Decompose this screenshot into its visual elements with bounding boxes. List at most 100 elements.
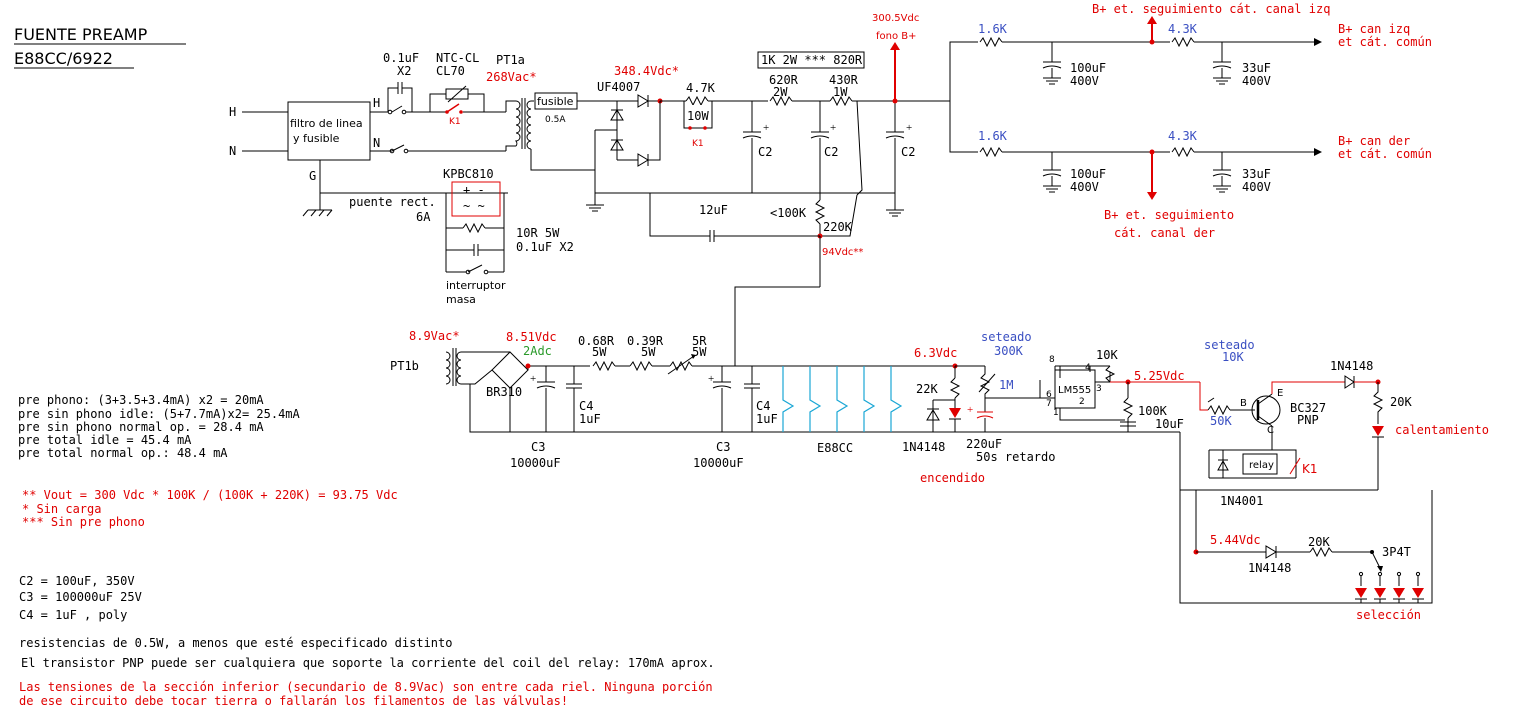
ntc-model: CL70: [436, 64, 465, 78]
ic-label: LM555: [1058, 385, 1091, 396]
bridge-label: KPBC810: [443, 167, 494, 181]
note-l2: pre sin phono idle: (5+7.7mA)x2= 25.4mA: [18, 407, 301, 421]
pt1a-primary: [514, 100, 521, 147]
v544: 5.44Vdc: [1210, 533, 1261, 547]
c4-a: C4: [579, 399, 593, 413]
note-r3: *** Sin pre phono: [22, 515, 145, 529]
heater-adc: 2Adc: [523, 344, 552, 358]
ntc-label: NTC-CL: [436, 51, 479, 65]
line-filter-box: [287, 101, 371, 161]
puente-label: puente rect.: [349, 195, 436, 209]
res-10r-label: 10R 5W: [516, 226, 560, 240]
note-w2: de ese circuito debe tocar tierra o fall…: [19, 694, 568, 708]
pt1b-vac: 8.9Vac*: [409, 329, 460, 343]
v94: 94Vdc**: [822, 247, 863, 258]
calentamiento: calentamiento: [1395, 423, 1489, 437]
d1: 1N4148: [902, 440, 945, 454]
c-b-v: 400V: [1242, 74, 1271, 88]
v-rect: 348.4Vdc*: [614, 64, 679, 78]
svg-text:+: +: [530, 373, 536, 385]
note-l5: pre total normal op.: 48.4 mA: [18, 446, 228, 460]
bridge-ac: ~ ~: [463, 199, 485, 213]
pin-b: B: [1240, 398, 1247, 409]
label-h2: H: [373, 96, 380, 110]
puente-amps: 6A: [416, 210, 431, 224]
option-box-label: 1K 2W *** 820R: [761, 53, 863, 67]
relay-label: relay: [1249, 460, 1274, 471]
note-r2: * Sin carga: [22, 502, 101, 516]
r-220k-label: 220K: [823, 220, 853, 234]
pnp: PNP: [1297, 413, 1319, 427]
c-b-val: 33uF: [1242, 61, 1271, 75]
r-620-watt: 2W: [773, 85, 788, 99]
selection-leds: [1179, 490, 1433, 604]
title-line1: FUENTE PREAMP: [14, 25, 148, 44]
mains-section: H N filtro de linea y fusible G H N 0.1u…: [229, 51, 574, 306]
switch-label-2: masa: [446, 293, 476, 306]
hv-section: fusible 0.5A UF4007 348.4Vdc* 4.7K 10W K…: [530, 13, 950, 366]
bridge-plus-minus: + -: [463, 183, 485, 197]
c2-first: C2: [758, 145, 772, 159]
outputs-section: 1.6K 100uF 400V B+ et. seguimiento cát. …: [949, 2, 1432, 240]
note-w1: Las tensiones de la sección inferior (se…: [19, 680, 713, 694]
label-n2: N: [373, 136, 380, 150]
c4-b-val: 1uF: [756, 412, 778, 426]
pin4: 4: [1085, 363, 1091, 373]
diode-label: UF4007: [597, 80, 640, 94]
svg-text:+: +: [708, 373, 714, 385]
c4-a-val: 1uF: [579, 412, 601, 426]
pin8: 8: [1049, 355, 1055, 365]
d2: 1N4148: [1330, 359, 1373, 373]
note-p2: El transistor PNP puede ser cualquiera q…: [21, 656, 715, 670]
filter-label-2: y fusible: [293, 132, 340, 145]
timer-section: 6.3Vdc 22K 1N4148 seteado 300K 1M + 220u…: [902, 330, 1489, 622]
note-p1: resistencias de 0.5W, a menos que esté e…: [19, 636, 452, 650]
svg-text:+: +: [763, 122, 769, 134]
pot2: 50K: [1210, 414, 1232, 428]
track-der-2: cát. canal der: [1114, 226, 1215, 240]
v63: 6.3Vdc: [914, 346, 957, 360]
set2-b: 10K: [1222, 350, 1244, 364]
option-box: [757, 51, 865, 69]
retardo: 50s retardo: [976, 450, 1055, 464]
tube-heaters: [782, 366, 903, 432]
label-g: G: [309, 169, 316, 183]
c3-a: C3: [531, 440, 545, 454]
c-c-val: 100uF: [1070, 167, 1106, 181]
r-5r-w: 5W: [692, 345, 707, 359]
cap-x2-label: 0.1uF: [383, 51, 419, 65]
c3-b: C3: [716, 440, 730, 454]
k1-small: K1: [692, 139, 704, 149]
r-1k6-a: 1.6K: [978, 22, 1008, 36]
title-line2: E88CC/6922: [14, 49, 113, 68]
r-100k-label: <100K: [770, 206, 807, 220]
out-der-1: B+ can der: [1338, 134, 1410, 148]
c-a-val: 100uF: [1070, 61, 1106, 75]
filter-label-1: filtro de linea: [290, 117, 363, 130]
label-n: N: [229, 144, 236, 158]
out-der-2: et cát. común: [1338, 147, 1432, 161]
title: FUENTE PREAMP E88CC/6922: [14, 25, 186, 69]
c2-second: C2: [824, 145, 838, 159]
pin6: 6: [1046, 390, 1052, 400]
r10k: 10K: [1096, 348, 1118, 362]
out-izq-1: B+ can izq: [1338, 22, 1410, 36]
note-c3: C4 = 1uF , poly: [19, 608, 127, 622]
heater-section: PT1b 8.9Vac* BR310 8.51Vdc 2Adc + C3 100…: [390, 329, 1012, 470]
pin-c: C: [1267, 425, 1274, 436]
pt1a-label: PT1a: [496, 53, 525, 67]
fono-label: fono B+: [876, 31, 917, 42]
br310-label: BR310: [486, 385, 522, 399]
label-h: H: [229, 105, 236, 119]
svg-text:+: +: [830, 122, 836, 134]
pin2: 2: [1079, 397, 1085, 407]
cap220: 220uF: [966, 437, 1002, 451]
note-c1: C2 = 100uF, 350V: [19, 574, 135, 588]
encendido: encendido: [920, 471, 985, 485]
r-068-w: 5W: [592, 345, 607, 359]
d4: 1N4148: [1248, 561, 1291, 575]
pt1a-secondary: [526, 100, 532, 150]
r-4k7-label: 4.7K: [686, 81, 716, 95]
out-izq-2: et cát. común: [1338, 35, 1432, 49]
note-c2: C3 = 100000uF 25V: [19, 590, 142, 604]
